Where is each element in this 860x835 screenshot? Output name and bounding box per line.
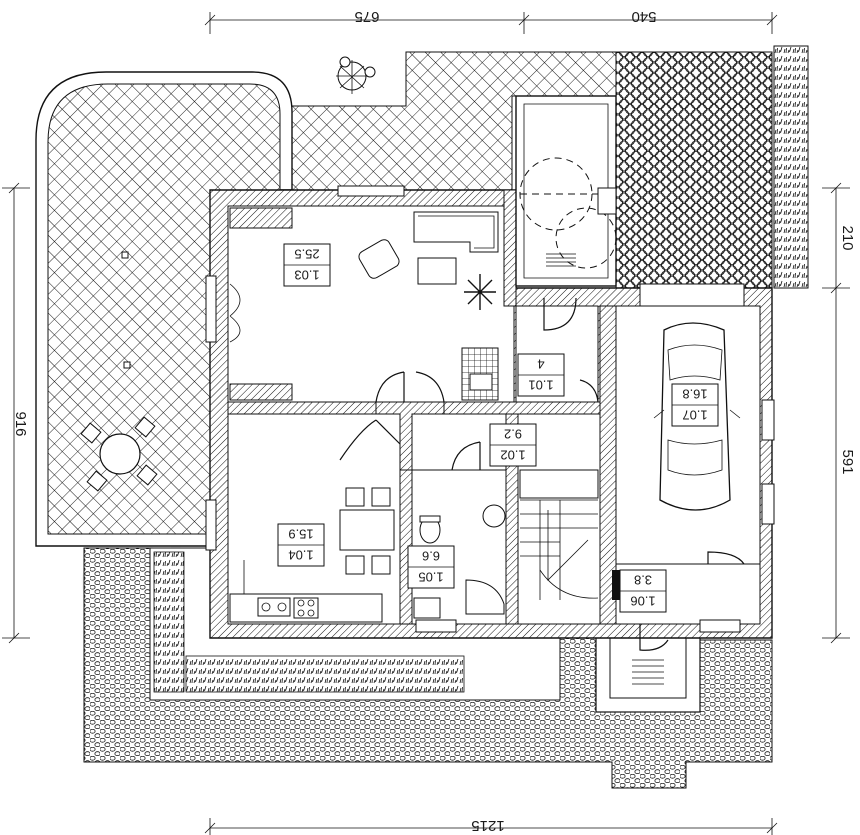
- window-garage-north: [639, 283, 745, 307]
- door-entry: [543, 297, 577, 331]
- room-label-1-07: 16.8 1.07: [671, 383, 719, 427]
- dimension-right: 210 591: [822, 182, 856, 644]
- room-id: 1.03: [294, 268, 319, 283]
- window-utility-south: [699, 619, 741, 633]
- room-id: 1.01: [528, 378, 553, 393]
- dimension-top: 675 540: [204, 8, 778, 34]
- building: [205, 95, 775, 651]
- room-label-1-03: 25.5 1.03: [283, 243, 331, 287]
- room-label-1-05: 6.6 1.05: [407, 545, 455, 589]
- room-id: 1.02: [500, 448, 525, 463]
- room-id: 1.05: [418, 570, 443, 585]
- dimension-label-675: 675: [354, 8, 379, 25]
- washbasin-icon: [482, 504, 506, 528]
- room-label-1-06: 3.8 1.06: [619, 569, 667, 613]
- room-label-1-04: 15.9 1.04: [277, 523, 325, 567]
- room-area: 25.5: [294, 247, 319, 262]
- room-area: 15.9: [288, 527, 313, 542]
- armchair: [358, 239, 400, 279]
- room-id: 1.04: [288, 548, 313, 563]
- shrub-icon: [336, 56, 376, 94]
- window-garage-east-1: [761, 399, 775, 441]
- room-id: 1.07: [682, 408, 707, 423]
- plant-icon: [464, 274, 496, 310]
- dimension-label-540: 540: [631, 8, 656, 25]
- dimension-label-591: 591: [839, 449, 856, 474]
- room-area: 16.8: [682, 387, 707, 402]
- terrace-table: [99, 433, 141, 475]
- room-label-1-02: 9.2 1.02: [489, 423, 537, 467]
- door-kitchen-hall: [339, 419, 401, 461]
- shower-tray: [465, 579, 505, 615]
- dimension-label-916: 916: [12, 411, 29, 436]
- window-living-west: [205, 275, 217, 343]
- door-garage-utility: [707, 551, 745, 565]
- door-living-hall: [375, 371, 445, 403]
- dimension-label-1215: 1215: [471, 817, 504, 834]
- room-area: 3.8: [634, 573, 652, 588]
- room-area: 4: [537, 357, 544, 372]
- window-living-north: [337, 185, 405, 197]
- dimension-bottom: 1215: [204, 817, 778, 835]
- dimension-left: 916: [2, 182, 30, 644]
- dining-table: [339, 509, 395, 551]
- room-area: 6.6: [422, 549, 440, 564]
- hex-paving-east: [615, 51, 773, 289]
- staircase: [519, 469, 599, 600]
- door-bathroom: [451, 441, 481, 471]
- coffee-table: [417, 257, 457, 285]
- room-label-1-01: 41.01: [517, 353, 565, 397]
- sofa: [413, 211, 499, 253]
- window-kitchen-west: [205, 499, 217, 551]
- dimension-label-210: 210: [839, 225, 856, 250]
- window-bath-south: [415, 619, 457, 633]
- window-garage-east-2: [761, 483, 775, 525]
- hedge-strip-east: [773, 45, 809, 289]
- room-area: 9.2: [504, 427, 522, 442]
- room-id: 1.06: [630, 594, 655, 609]
